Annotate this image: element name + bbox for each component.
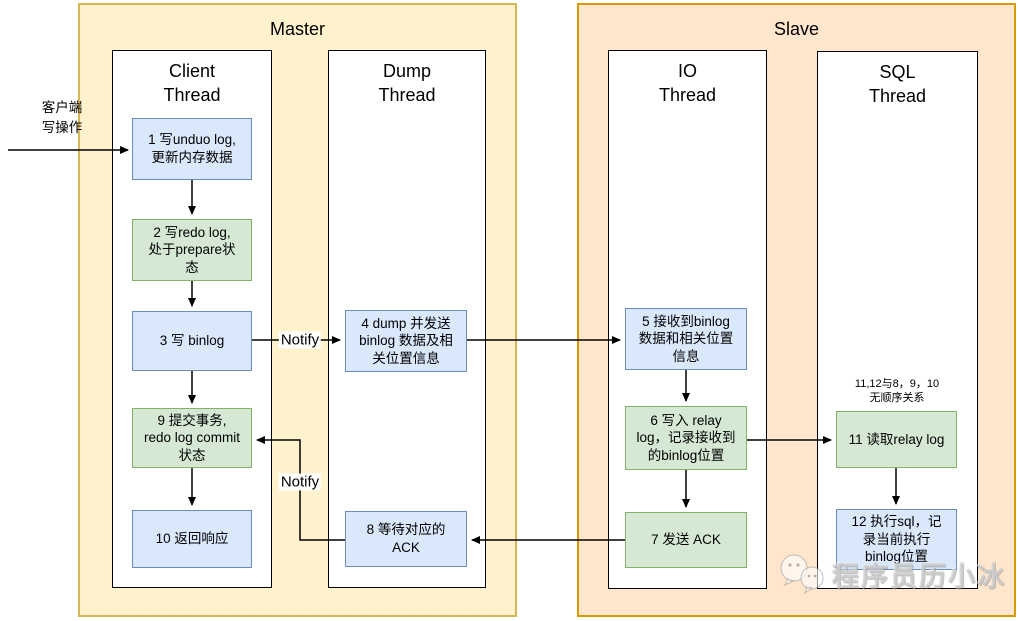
notify-label-2: Notify [278,473,322,491]
step-box-6: 6 写入 relay log，记录接收到 的binlog位置 [625,406,747,470]
step-box-12: 12 执行sql，记 录当前执行 binlog位置 [836,509,957,570]
step-box-2: 2 写redo log, 处于prepare状 态 [132,219,252,281]
step-box-3: 3 写 binlog [132,311,252,371]
dump-thread-title: Dump Thread [378,61,436,106]
step-box-11: 11 读取relay log [836,411,957,468]
watermark: 程序员历小冰 [778,552,1006,596]
master-title: Master [269,19,325,39]
io-thread-title: IO Thread [658,61,717,106]
ordering-note: 11,12与8，9，10 无顺序关系 [854,378,940,405]
client-thread-title: Client Thread [163,61,221,106]
step-box-7: 7 发送 ACK [625,512,747,568]
step-box-9: 9 提交事务, redo log commit 状态 [132,408,252,468]
step-box-5: 5 接收到binlog 数据和相关位置 信息 [625,308,747,370]
wechat-bubbles-icon [780,554,824,595]
step-box-1: 1 写unduo log, 更新内存数据 [132,118,252,180]
slave-title: Slave [773,19,820,39]
sql-thread-title: SQL Thread [868,62,927,107]
step-box-8: 8 等待对应的 ACK [345,511,467,567]
step-box-10: 10 返回响应 [132,510,252,568]
notify-label-1: Notify [278,331,322,349]
step-box-4: 4 dump 并发送 binlog 数据及相 关位置信息 [345,310,467,372]
client-write-label: 客户端 写操作 [41,100,83,135]
watermark-text: 程序员历小冰 [832,561,1006,592]
